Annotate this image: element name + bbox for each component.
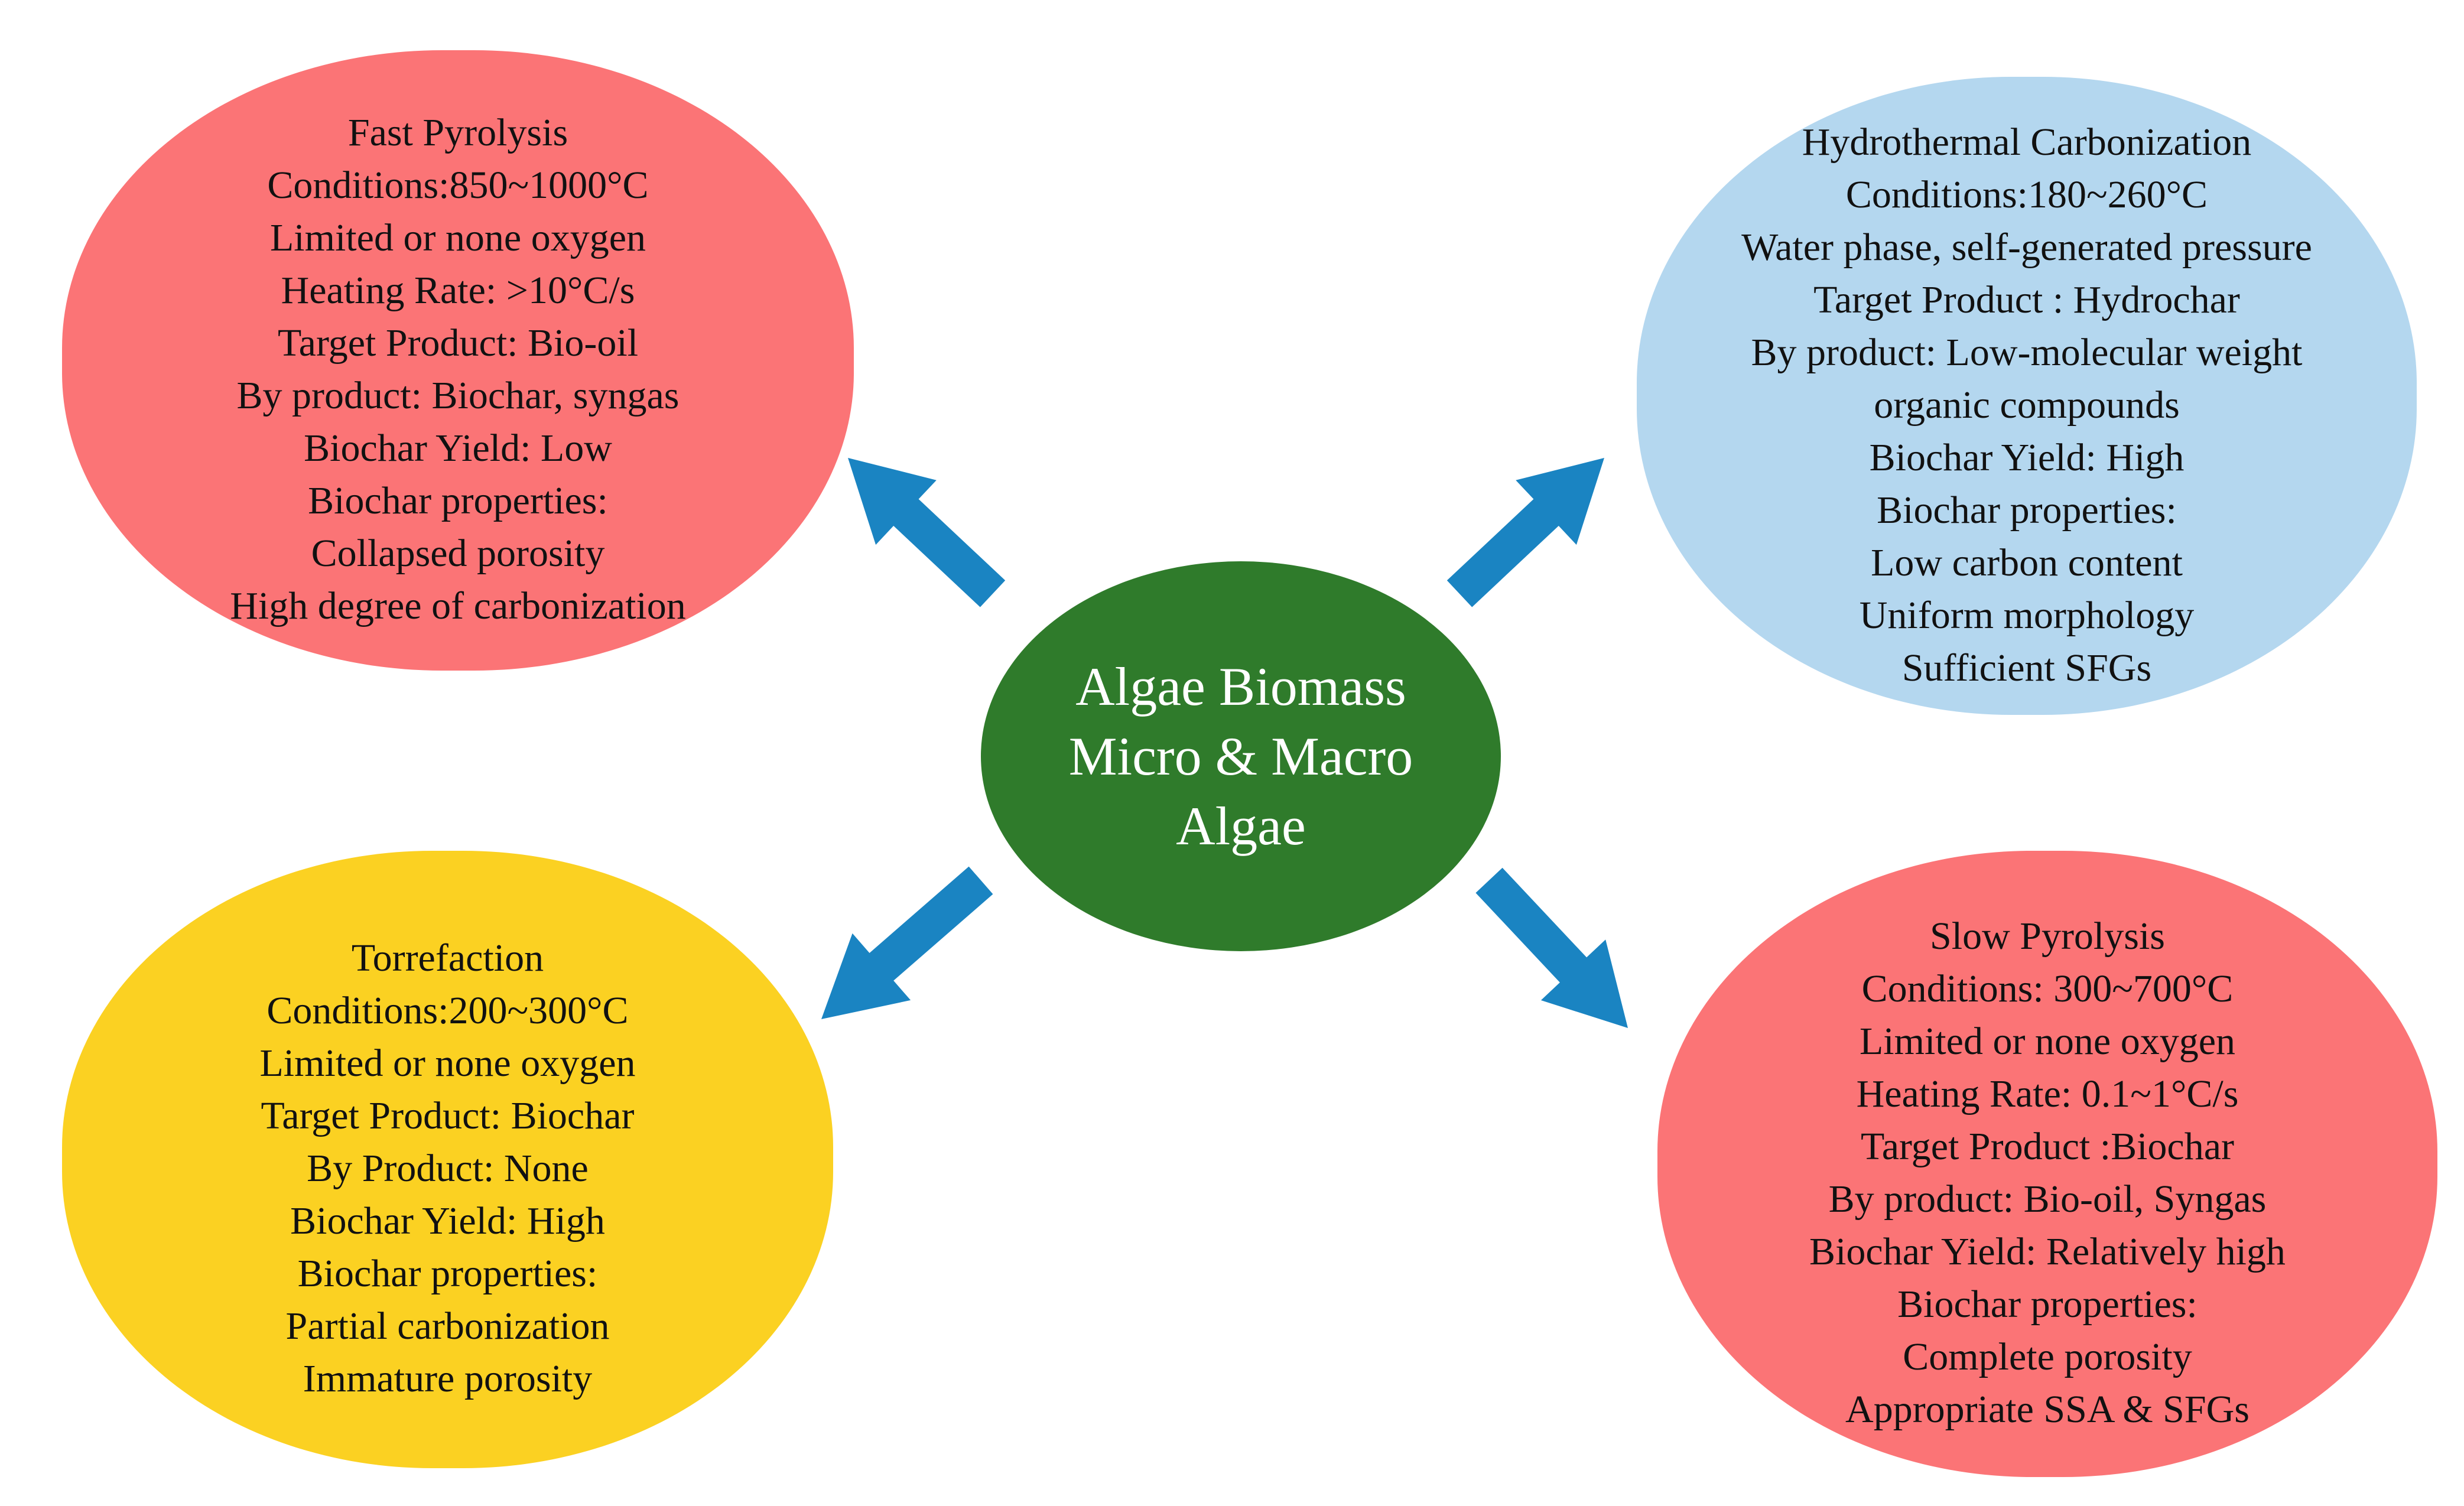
slow-pyrolysis-oxygen: Limited or none oxygen [1859,1020,2236,1063]
torrefaction-conditions: Conditions:200~300°C [266,989,629,1032]
hydrothermal-property-1: Low carbon content [1871,541,2183,584]
arrow-to-fast-pyrolysis [848,458,1006,607]
fast-pyrolysis-property-2: High degree of carbonization [230,584,686,627]
slow-pyrolysis-yield: Biochar Yield: Relatively high [1809,1230,2286,1273]
arrow-to-slow-pyrolysis [1475,867,1628,1028]
hydrothermal-title: Hydrothermal Carbonization [1802,120,2252,164]
hydrothermal-carbonization-node: Hydrothermal Carbonization Conditions:18… [1637,77,2417,715]
algae-biomass-center-node: Algae Biomass Micro & Macro Algae [981,561,1501,951]
fast-pyrolysis-node: Fast Pyrolysis Conditions:850~1000°C Lim… [62,50,854,671]
center-line-2: Micro & Macro [1068,726,1413,786]
fast-pyrolysis-heating-rate: Heating Rate: >10°C/s [281,269,635,312]
torrefaction-title: Torrefaction [351,936,544,980]
torrefaction-target-product: Target Product: Biochar [261,1094,635,1137]
fast-pyrolysis-target-product: Target Product: Bio-oil [277,321,639,365]
fast-pyrolysis-yield: Biochar Yield: Low [304,427,612,470]
slow-pyrolysis-target-product: Target Product :Biochar [1861,1125,2234,1168]
torrefaction-oxygen: Limited or none oxygen [259,1042,636,1085]
arrow-to-hydrothermal [1446,458,1604,607]
hydrothermal-by-product: By product: Low-molecular weight [1751,330,2303,374]
fast-pyrolysis-properties-label: Biochar properties: [308,479,608,522]
fast-pyrolysis-property-1: Collapsed porosity [311,532,605,575]
torrefaction-property-2: Immature porosity [303,1357,593,1400]
fast-pyrolysis-by-product: By product: Biochar, syngas [236,374,680,417]
torrefaction-properties-label: Biochar properties: [297,1252,598,1295]
arrow-to-torrefaction [821,866,993,1019]
hydrothermal-target-product: Target Product : Hydrochar [1813,278,2240,321]
hydrothermal-property-2: Uniform morphology [1859,593,2195,637]
hydrothermal-properties-label: Biochar properties: [1877,488,2177,532]
hydrothermal-conditions: Conditions:180~260°C [1845,173,2208,216]
center-line-1: Algae Biomass [1075,656,1406,717]
torrefaction-by-product: By Product: None [307,1147,589,1190]
torrefaction-yield: Biochar Yield: High [290,1199,605,1242]
hydrothermal-phase: Water phase, self-generated pressure [1741,225,2312,269]
hydrothermal-yield: Biochar Yield: High [1869,435,2185,479]
slow-pyrolysis-property-2: Appropriate SSA & SFGs [1845,1388,2250,1431]
hydrothermal-by-product-cont: organic compounds [1874,383,2180,427]
slow-pyrolysis-property-1: Complete porosity [1903,1335,2192,1378]
slow-pyrolysis-title: Slow Pyrolysis [1930,915,2165,958]
fast-pyrolysis-oxygen: Limited or none oxygen [269,216,646,259]
torrefaction-node: Torrefaction Conditions:200~300°C Limite… [62,851,833,1468]
slow-pyrolysis-heating-rate: Heating Rate: 0.1~1°C/s [1856,1072,2239,1115]
fast-pyrolysis-title: Fast Pyrolysis [347,111,568,154]
slow-pyrolysis-conditions: Conditions: 300~700°C [1861,967,2234,1010]
slow-pyrolysis-properties-label: Biochar properties: [1897,1283,2198,1326]
slow-pyrolysis-node: Slow Pyrolysis Conditions: 300~700°C Lim… [1657,851,2437,1477]
torrefaction-property-1: Partial carbonization [285,1305,610,1348]
slow-pyrolysis-by-product: By product: Bio-oil, Syngas [1828,1178,2267,1221]
fast-pyrolysis-conditions: Conditions:850~1000°C [267,164,649,207]
center-line-3: Algae [1176,796,1306,856]
hydrothermal-property-3: Sufficient SFGs [1901,646,2152,689]
